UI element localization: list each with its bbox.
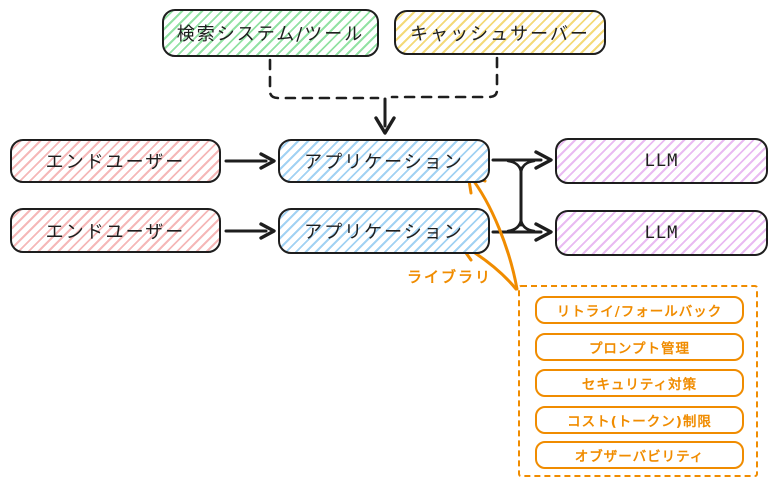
library-feature-prompt-management-label: プロンプト管理 bbox=[588, 341, 691, 357]
library-feature-cost-token-limit-label: コスト(トークン)制限 bbox=[567, 414, 712, 430]
library-container bbox=[518, 285, 758, 477]
dashed-connector-search-tool bbox=[268, 58, 380, 100]
library-feature-cost-token-limit: コスト(トークン)制限 bbox=[535, 406, 744, 434]
node-end-user-2: エンドユーザー bbox=[10, 208, 221, 253]
node-application-2: アプリケーション bbox=[278, 208, 490, 254]
library-feature-observability-label: オブザーバビリティ bbox=[574, 449, 705, 465]
node-search-system-tool-label: 検索システム/ツール bbox=[176, 24, 365, 45]
library-feature-retry-fallback-label: リトライ/フォールバック bbox=[556, 304, 723, 320]
library-feature-observability: オブザーバビリティ bbox=[535, 441, 744, 469]
crossbar-flare-bottom-right bbox=[519, 218, 536, 233]
arrow-app2-llm2-head bbox=[534, 222, 553, 242]
library-feature-security: セキュリティ対策 bbox=[535, 369, 744, 397]
arrow-user1-app1-head bbox=[259, 152, 276, 170]
dashed-connector-cache-server bbox=[390, 56, 499, 99]
node-llm-1: LLM bbox=[555, 138, 768, 184]
node-llm-2: LLM bbox=[555, 210, 768, 256]
arrow-app1-llm1-head bbox=[534, 150, 553, 170]
node-end-user-2-label: エンドユーザー bbox=[45, 221, 186, 243]
crossbar-flare-top-left bbox=[506, 159, 523, 174]
library-label: ライブラリ bbox=[407, 268, 493, 286]
crossbar-flare-top-right bbox=[519, 159, 536, 174]
node-application-1-label: アプリケーション bbox=[304, 152, 464, 173]
library-feature-security-label: セキュリティ対策 bbox=[581, 377, 698, 393]
node-end-user-1-label: エンドユーザー bbox=[45, 152, 186, 173]
node-cache-server: キャッシュサーバー bbox=[394, 10, 606, 55]
arrow-user2-app2-head bbox=[259, 222, 276, 240]
node-llm-1-label: LLM bbox=[644, 151, 679, 171]
library-feature-retry-fallback: リトライ/フォールバック bbox=[535, 296, 744, 324]
node-application-1: アプリケーション bbox=[278, 139, 490, 183]
node-llm-2-label: LLM bbox=[644, 223, 679, 243]
node-end-user-1: エンドユーザー bbox=[10, 139, 221, 183]
node-application-2-label: アプリケーション bbox=[304, 222, 464, 243]
node-cache-server-label: キャッシュサーバー bbox=[410, 23, 590, 45]
crossbar-flare-bottom-left bbox=[506, 218, 523, 233]
library-feature-prompt-management: プロンプト管理 bbox=[535, 333, 744, 361]
node-search-system-tool: 検索システム/ツール bbox=[162, 9, 379, 57]
arrow-into-app1-head bbox=[374, 116, 396, 135]
